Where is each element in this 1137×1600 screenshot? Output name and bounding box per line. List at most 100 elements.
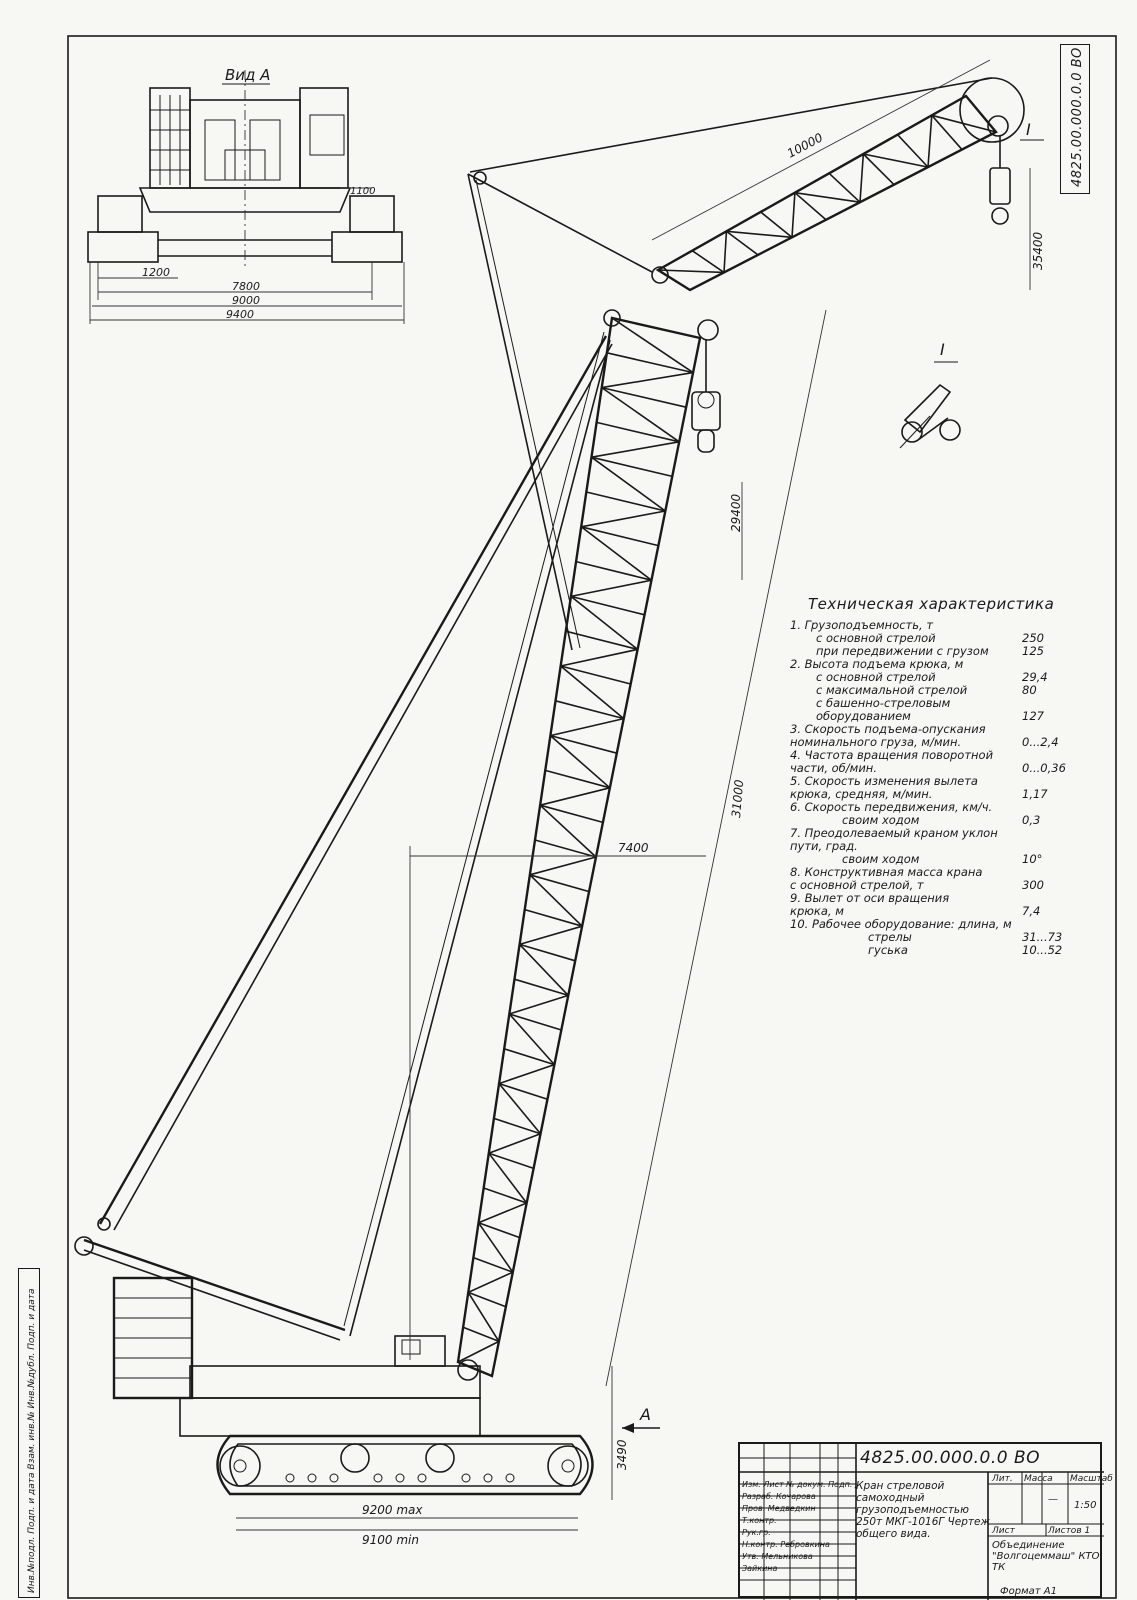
lattice-member [828, 172, 861, 203]
tech-row: 9. Вылет от оси вращения [790, 892, 1080, 905]
dim-1100: 1100 [350, 186, 375, 197]
tech-row-label: гуська [868, 943, 908, 957]
view-a: Вид А 1100 1200 7800 9000 9400 [87, 66, 405, 324]
tech-row-label: с основной стрелой [816, 631, 936, 645]
dim-35400: 35400 [1031, 231, 1045, 270]
title-block-code: 4825.00.000.0.0 ВО [860, 1448, 1041, 1468]
lattice-member [586, 491, 666, 512]
tech-row: части, об/мин.0...0,36 [790, 762, 1080, 775]
dim-29400: 29400 [729, 493, 743, 532]
lattice-member [545, 769, 611, 789]
boom-lattice [457, 317, 701, 1377]
lattice-diagonal [498, 1083, 542, 1135]
section-i-title: I [940, 340, 945, 359]
lattice-diagonal [478, 1202, 527, 1224]
format: Формат А1 [1000, 1586, 1057, 1597]
lattice-diagonal [549, 734, 611, 789]
tech-row-value: 10...52 [1022, 943, 1063, 957]
crane-side-view: I I 10000 35400 29400 31000 7400 3490 92… [74, 59, 1045, 1547]
lattice-diagonal [519, 943, 569, 996]
dim-1200: 1200 [142, 266, 170, 279]
lattice-diagonal [863, 153, 929, 168]
tech-row-label: с основной стрелой, т [790, 878, 924, 892]
tech-row-value: 29,4 [1022, 670, 1048, 684]
lattice-member [760, 211, 793, 238]
tech-row-value: 0...0,36 [1022, 761, 1066, 775]
tech-row-label: крюка, м [790, 904, 844, 918]
tech-row-label: пути, град. [790, 839, 858, 853]
sheets-label: Листов 1 [1048, 1526, 1091, 1536]
side-stamp: Инв.№подл. Подп. и дата Взам. инв.№ Инв.… [18, 1268, 40, 1598]
tech-row-value: 0,3 [1022, 813, 1041, 827]
lattice-diagonal [570, 579, 652, 598]
lattice-diagonal [539, 787, 611, 806]
sheet-frame [67, 35, 1117, 1599]
tech-row-label: 4. Частота вращения поворотной [790, 748, 994, 762]
lattice-diagonal [726, 230, 793, 239]
lattice-diagonal [560, 648, 638, 667]
scale-value: 1:50 [1074, 1500, 1097, 1511]
tech-row: 6. Скорость передвижения, км/ч. [790, 801, 1080, 814]
lattice-member [560, 665, 631, 685]
tech-row-value: 31...73 [1022, 930, 1063, 944]
sheet-label: Лист [992, 1526, 1015, 1536]
section-i-mark-top: I [1026, 120, 1031, 139]
lattice-member [596, 421, 680, 443]
tech-row: 4. Частота вращения поворотной [790, 749, 1080, 762]
lattice-member [581, 526, 659, 547]
role-line: Н.контр. Ребровкина [742, 1540, 830, 1549]
lattice-member [493, 1117, 541, 1135]
technical-characteristics: Техническая характеристика 1. Грузоподъе… [790, 595, 1080, 957]
title-block: 4825.00.000.0.0 ВО Кран стреловой самохо… [738, 1442, 1113, 1600]
tech-row-value: 80 [1022, 683, 1037, 697]
tech-row-label: 7. Преодолеваемый краном уклон [790, 826, 998, 840]
tech-row-label: 2. Высота подъема крюка, м [790, 657, 964, 671]
lattice-member [503, 1048, 555, 1066]
tech-row-value: 7,4 [1022, 904, 1041, 918]
lattice-diagonal [457, 1340, 500, 1363]
tech-row-label: 9. Вылет от оси вращения [790, 891, 950, 905]
organization: Объединение "Волгоцеммаш" КТО ТК [992, 1540, 1100, 1573]
lattice-diagonal [488, 1152, 528, 1204]
lattice-diagonal [581, 510, 666, 528]
lattice-member [539, 804, 604, 824]
tech-row: крюка, средняя, м/мин.1,17 [790, 788, 1080, 801]
lattice-diagonal [570, 595, 639, 651]
lattice-diagonal [519, 925, 583, 946]
tech-row: 7. Преодолеваемый краном уклон [790, 827, 1080, 840]
lattice-diagonal [791, 192, 796, 238]
tech-row: 3. Скорость подъема-опускания [790, 723, 1080, 736]
lattice-diagonal [488, 1133, 541, 1154]
lattice-diagonal [498, 1063, 555, 1085]
tech-row-value: 0...2,4 [1022, 735, 1059, 749]
tech-row: крюка, м 7,4 [790, 905, 1080, 918]
main-boom [456, 316, 702, 1378]
view-a-arrow-label: А [639, 1405, 651, 1424]
tech-row-label: 8. Конструктивная масса крана [790, 865, 983, 879]
lattice-diagonal [477, 1222, 514, 1273]
lattice-member [529, 874, 590, 893]
tech-row-value: 300 [1022, 878, 1044, 892]
lattice-diagonal [509, 994, 569, 1015]
lattice-member [514, 978, 569, 997]
tech-title: Техническая характеристика [808, 595, 1055, 613]
lattice-member [611, 317, 701, 339]
hdr-lit: Лит. [992, 1474, 1013, 1484]
tech-row-label: при передвижении с грузом [816, 644, 989, 658]
tech-row-label: номинального груза, м/мин. [790, 735, 962, 749]
tech-row-label: 6. Скорость передвижения, км/ч. [790, 800, 993, 814]
role-line: Изм. Лист № докум. Подп. Дата [742, 1480, 856, 1489]
dim-7800: 7800 [232, 280, 260, 293]
dim-3490: 3490 [615, 1439, 629, 1470]
tech-row-label: 10. Рабочее оборудование: длина, м [790, 917, 1012, 931]
role-line: Рук.гр. [742, 1528, 771, 1537]
lattice-member [575, 560, 652, 581]
dim-9400: 9400 [226, 308, 254, 321]
tech-row: 2. Высота подъема крюка, м [790, 658, 1080, 671]
